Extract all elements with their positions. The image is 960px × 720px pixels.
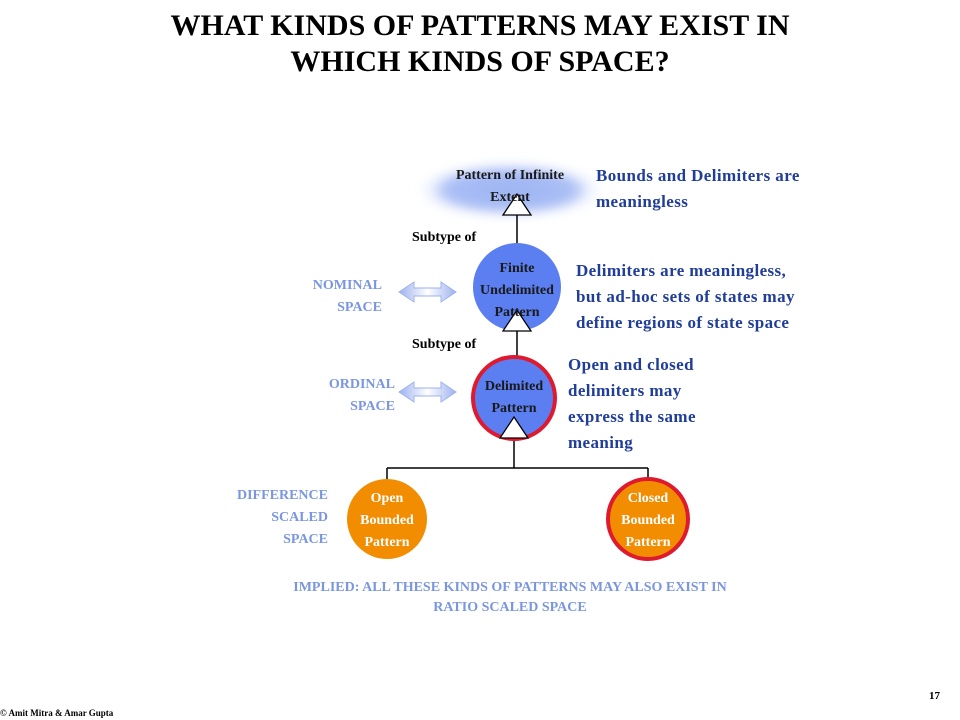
implied-line: RATIO SCALED SPACE bbox=[433, 600, 587, 615]
space-line: NOMINAL bbox=[312, 278, 382, 293]
title-line-2: WHICH KINDS OF SPACE? bbox=[290, 45, 670, 78]
copyright-notice: © Amit Mitra & Amar Gupta bbox=[0, 708, 114, 718]
finite-undelimited-label: Finite Undelimited Pattern bbox=[462, 258, 572, 324]
subtype-triangle-icon bbox=[501, 192, 533, 216]
note-line: meaningless bbox=[596, 192, 689, 211]
node-label-line: Bounded bbox=[621, 513, 675, 528]
double-arrow-icon bbox=[398, 281, 457, 303]
space-line: SPACE bbox=[283, 532, 328, 547]
nominal-space-label: NOMINAL SPACE bbox=[230, 275, 382, 319]
subtype-of-label: Subtype of bbox=[412, 230, 477, 245]
space-line: DIFFERENCE bbox=[236, 488, 328, 503]
closed-bounded-node bbox=[606, 477, 690, 561]
implied-line: IMPLIED: ALL THESE KINDS OF PATTERNS MAY… bbox=[293, 580, 727, 595]
space-line: ORDINAL bbox=[328, 377, 395, 392]
node-label-line: Pattern of Infinite bbox=[455, 168, 565, 183]
note-line: Delimiters are meaningless, bbox=[576, 261, 787, 280]
node-label-line: Delimited bbox=[484, 379, 544, 394]
title-line-1: WHAT KINDS OF PATTERNS MAY EXIST IN bbox=[170, 9, 790, 42]
difference-scaled-space-label: DIFFERENCE SCALED SPACE bbox=[180, 485, 328, 551]
page-number: 17 bbox=[929, 690, 940, 702]
node-label-line: Pattern bbox=[494, 305, 540, 320]
note-line: meaning bbox=[568, 433, 634, 452]
node-label-line: Pattern bbox=[491, 401, 537, 416]
double-arrow-icon bbox=[398, 381, 457, 403]
finite-note: Delimiters are meaningless, but ad-hoc s… bbox=[576, 258, 795, 336]
node-label-line: Undelimited bbox=[480, 283, 554, 298]
note-line: but ad-hoc sets of states may bbox=[576, 287, 795, 306]
node-label-line: Finite bbox=[499, 261, 535, 276]
closed-bounded-label: Closed Bounded Pattern bbox=[598, 488, 698, 554]
page-title: WHAT KINDS OF PATTERNS MAY EXIST IN WHIC… bbox=[0, 8, 960, 80]
infinite-pattern-label: Pattern of Infinite Extent bbox=[420, 165, 600, 209]
node-label-line: Open bbox=[370, 491, 404, 506]
node-label-line: Closed bbox=[627, 491, 669, 506]
space-line: SPACE bbox=[350, 399, 395, 414]
implied-note: IMPLIED: ALL THESE KINDS OF PATTERNS MAY… bbox=[160, 578, 860, 618]
node-label-line: Pattern bbox=[625, 535, 671, 550]
subtype-triangle-icon bbox=[501, 308, 533, 332]
infinite-note: Bounds and Delimiters are meaningless bbox=[596, 163, 800, 215]
node-label-line: Extent bbox=[490, 190, 530, 205]
open-bounded-label: Open Bounded Pattern bbox=[337, 488, 437, 554]
note-line: express the same bbox=[568, 407, 696, 426]
finite-undelimited-node bbox=[473, 243, 561, 331]
subtype-of-label: Subtype of bbox=[412, 337, 477, 352]
space-line: SCALED bbox=[271, 510, 328, 525]
delimited-label: Delimited Pattern bbox=[464, 376, 564, 420]
subtype-triangle-icon bbox=[498, 415, 530, 439]
delimited-node bbox=[471, 355, 557, 441]
open-bounded-node bbox=[347, 479, 427, 559]
infinite-pattern-cloud bbox=[420, 164, 600, 216]
node-label-line: Pattern bbox=[364, 535, 410, 550]
note-line: delimiters may bbox=[568, 381, 682, 400]
note-line: define regions of state space bbox=[576, 313, 790, 332]
node-label-line: Bounded bbox=[360, 513, 414, 528]
delimited-note: Open and closed delimiters may express t… bbox=[568, 352, 696, 456]
ordinal-space-label: ORDINAL SPACE bbox=[240, 374, 395, 418]
note-line: Open and closed bbox=[568, 355, 694, 374]
space-line: SPACE bbox=[337, 300, 382, 315]
note-line: Bounds and Delimiters are bbox=[596, 166, 800, 185]
